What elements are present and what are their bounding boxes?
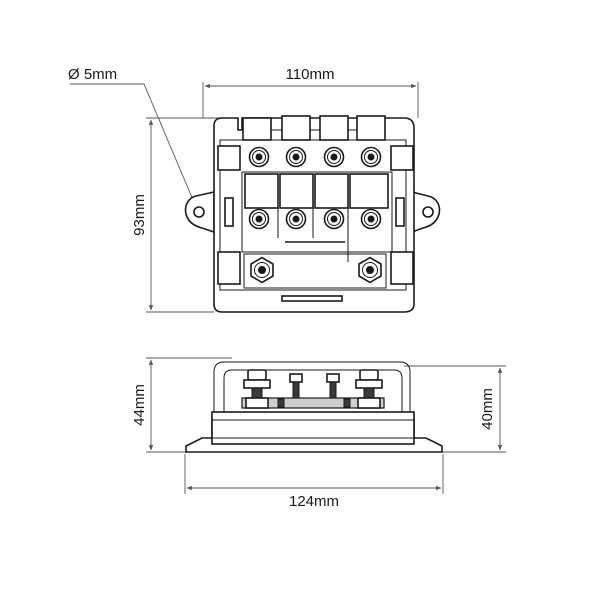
inner-cover bbox=[219, 139, 407, 291]
corner-block bbox=[217, 251, 241, 285]
side-width-dimension: 124mm bbox=[184, 454, 444, 510]
right-mounting-ear bbox=[411, 190, 441, 234]
corner-block bbox=[217, 145, 241, 171]
top-width-label: 110mm bbox=[286, 66, 335, 83]
terminal-stud-icon bbox=[285, 146, 307, 168]
base-slot bbox=[281, 295, 343, 302]
top-height-dimension: 93mm bbox=[131, 117, 236, 313]
hole-diameter-callout: Ø 5mm bbox=[68, 66, 197, 208]
side-width-label: 124mm bbox=[289, 493, 339, 510]
side-small-stud bbox=[326, 373, 340, 399]
side-body bbox=[211, 411, 415, 445]
left-mounting-ear bbox=[184, 191, 215, 234]
side-slot bbox=[224, 197, 234, 227]
mounting-hole-icon bbox=[193, 206, 205, 218]
terminal-stud-icon bbox=[248, 146, 270, 168]
side-main-stud-right bbox=[355, 369, 383, 409]
top-height-label: 93mm bbox=[131, 194, 148, 236]
top-view: 110mm 93mm Ø 5mm bbox=[68, 66, 441, 313]
side-small-stud bbox=[289, 373, 303, 399]
side-total-height-label: 44mm bbox=[131, 384, 148, 426]
terminal-stud-icon bbox=[248, 208, 270, 230]
side-bus-clip bbox=[343, 398, 351, 408]
terminal-stud-icon bbox=[323, 146, 345, 168]
side-view: 44mm 40mm 124mm bbox=[131, 357, 506, 510]
fuse-slot bbox=[279, 173, 314, 209]
side-body-height-label: 40mm bbox=[479, 388, 496, 430]
side-bus-bar bbox=[241, 397, 385, 409]
terminal-stud-icon bbox=[323, 208, 345, 230]
corner-block bbox=[390, 145, 414, 171]
fuse-slot bbox=[349, 173, 389, 209]
side-main-stud-left bbox=[243, 369, 271, 409]
terminal-stud-icon bbox=[360, 146, 382, 168]
side-body-height-dimension: 40mm bbox=[404, 365, 506, 453]
terminal-stud-icon bbox=[358, 256, 382, 284]
corner-block bbox=[390, 251, 414, 285]
fuse-slot bbox=[314, 173, 349, 209]
top-width-dimension: 110mm bbox=[202, 66, 419, 118]
fuse-slot bbox=[244, 173, 279, 209]
side-cover-outline bbox=[213, 361, 411, 412]
side-slot bbox=[395, 197, 405, 227]
terminal-stud-icon bbox=[250, 256, 274, 284]
main-terminal-area bbox=[243, 253, 387, 289]
terminal-stud-icon bbox=[360, 208, 382, 230]
terminal-stud-icon bbox=[285, 208, 307, 230]
hole-diameter-label: Ø 5mm bbox=[68, 66, 117, 83]
fuse-bay bbox=[241, 171, 393, 262]
mounting-hole-icon bbox=[422, 206, 434, 218]
side-bus-clip bbox=[277, 398, 285, 408]
side-total-height-dimension: 44mm bbox=[131, 357, 232, 453]
